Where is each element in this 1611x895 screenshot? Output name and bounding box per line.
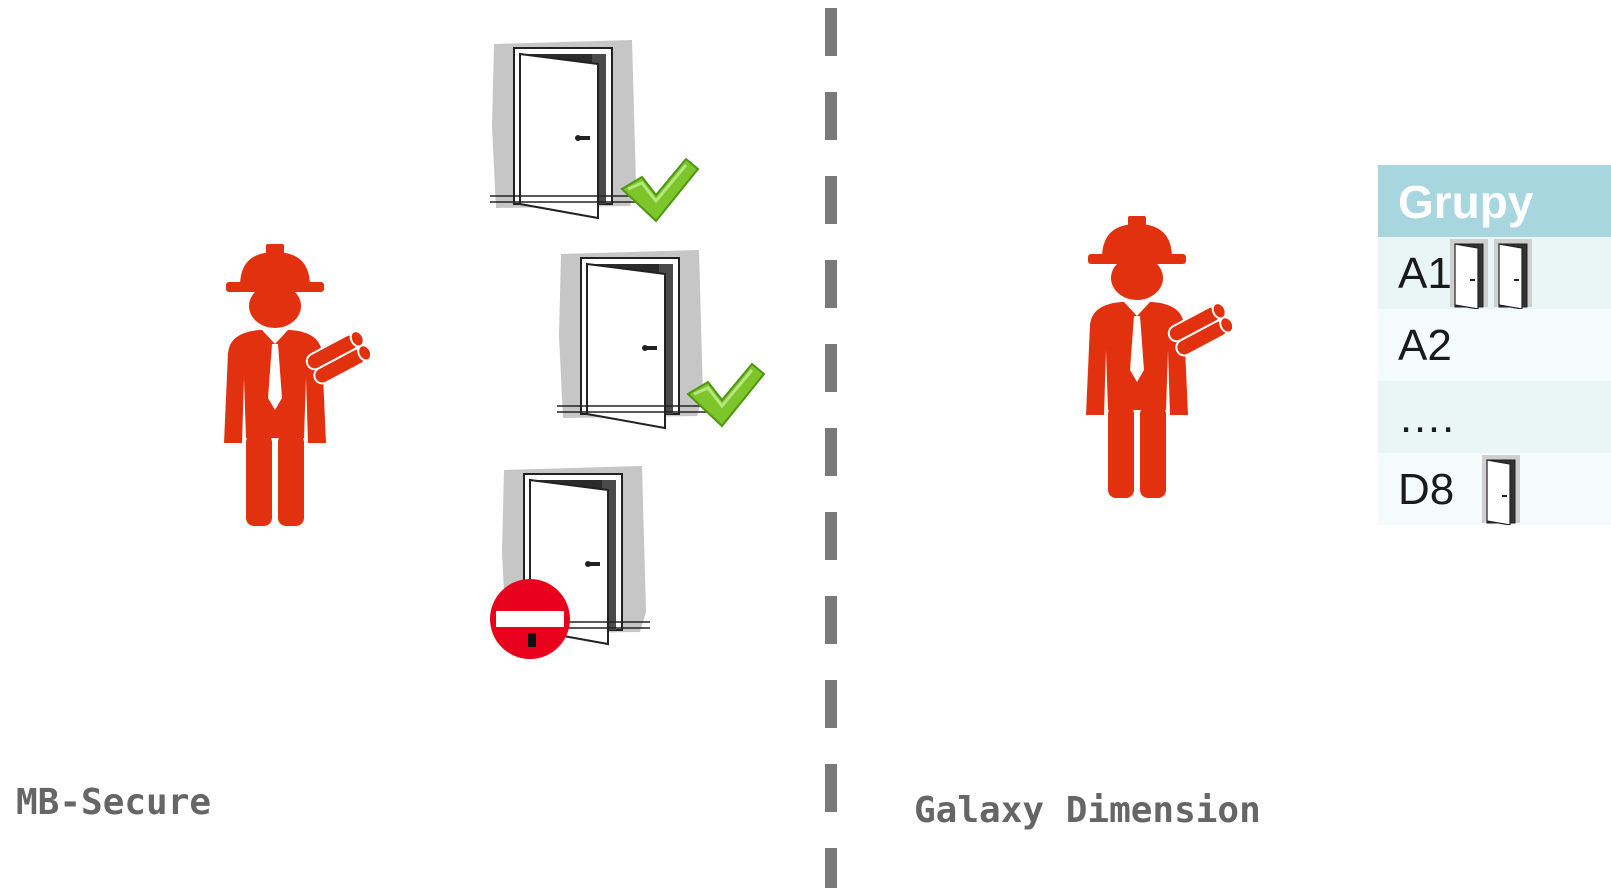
door-icon-2 xyxy=(557,246,707,436)
door-icon xyxy=(1482,455,1522,525)
door-icon xyxy=(1494,239,1534,309)
no-entry-icon xyxy=(488,577,572,661)
row-label: …. xyxy=(1398,393,1454,443)
checkmark-icon xyxy=(620,155,700,225)
groups-table: Grupy A1 A2 …. D8 xyxy=(1378,165,1611,525)
table-row: A2 xyxy=(1378,309,1611,381)
row-label: A2 xyxy=(1398,321,1452,371)
row-label: A1 xyxy=(1398,249,1452,299)
table-header: Grupy xyxy=(1378,165,1611,237)
dashed-divider xyxy=(815,0,845,895)
left-caption: MB-Secure xyxy=(16,782,211,823)
engineer-figure-left xyxy=(200,238,370,538)
table-row: …. xyxy=(1378,381,1611,453)
checkmark-icon xyxy=(686,360,766,430)
door-icon xyxy=(1450,239,1490,309)
table-row: A1 xyxy=(1378,237,1611,309)
table-header-label: Grupy xyxy=(1398,175,1533,229)
engineer-figure-right xyxy=(1062,210,1232,510)
right-caption: Galaxy Dimension xyxy=(914,790,1261,831)
row-label: D8 xyxy=(1398,465,1454,515)
table-row: D8 xyxy=(1378,453,1611,525)
door-icon-1 xyxy=(490,36,640,226)
